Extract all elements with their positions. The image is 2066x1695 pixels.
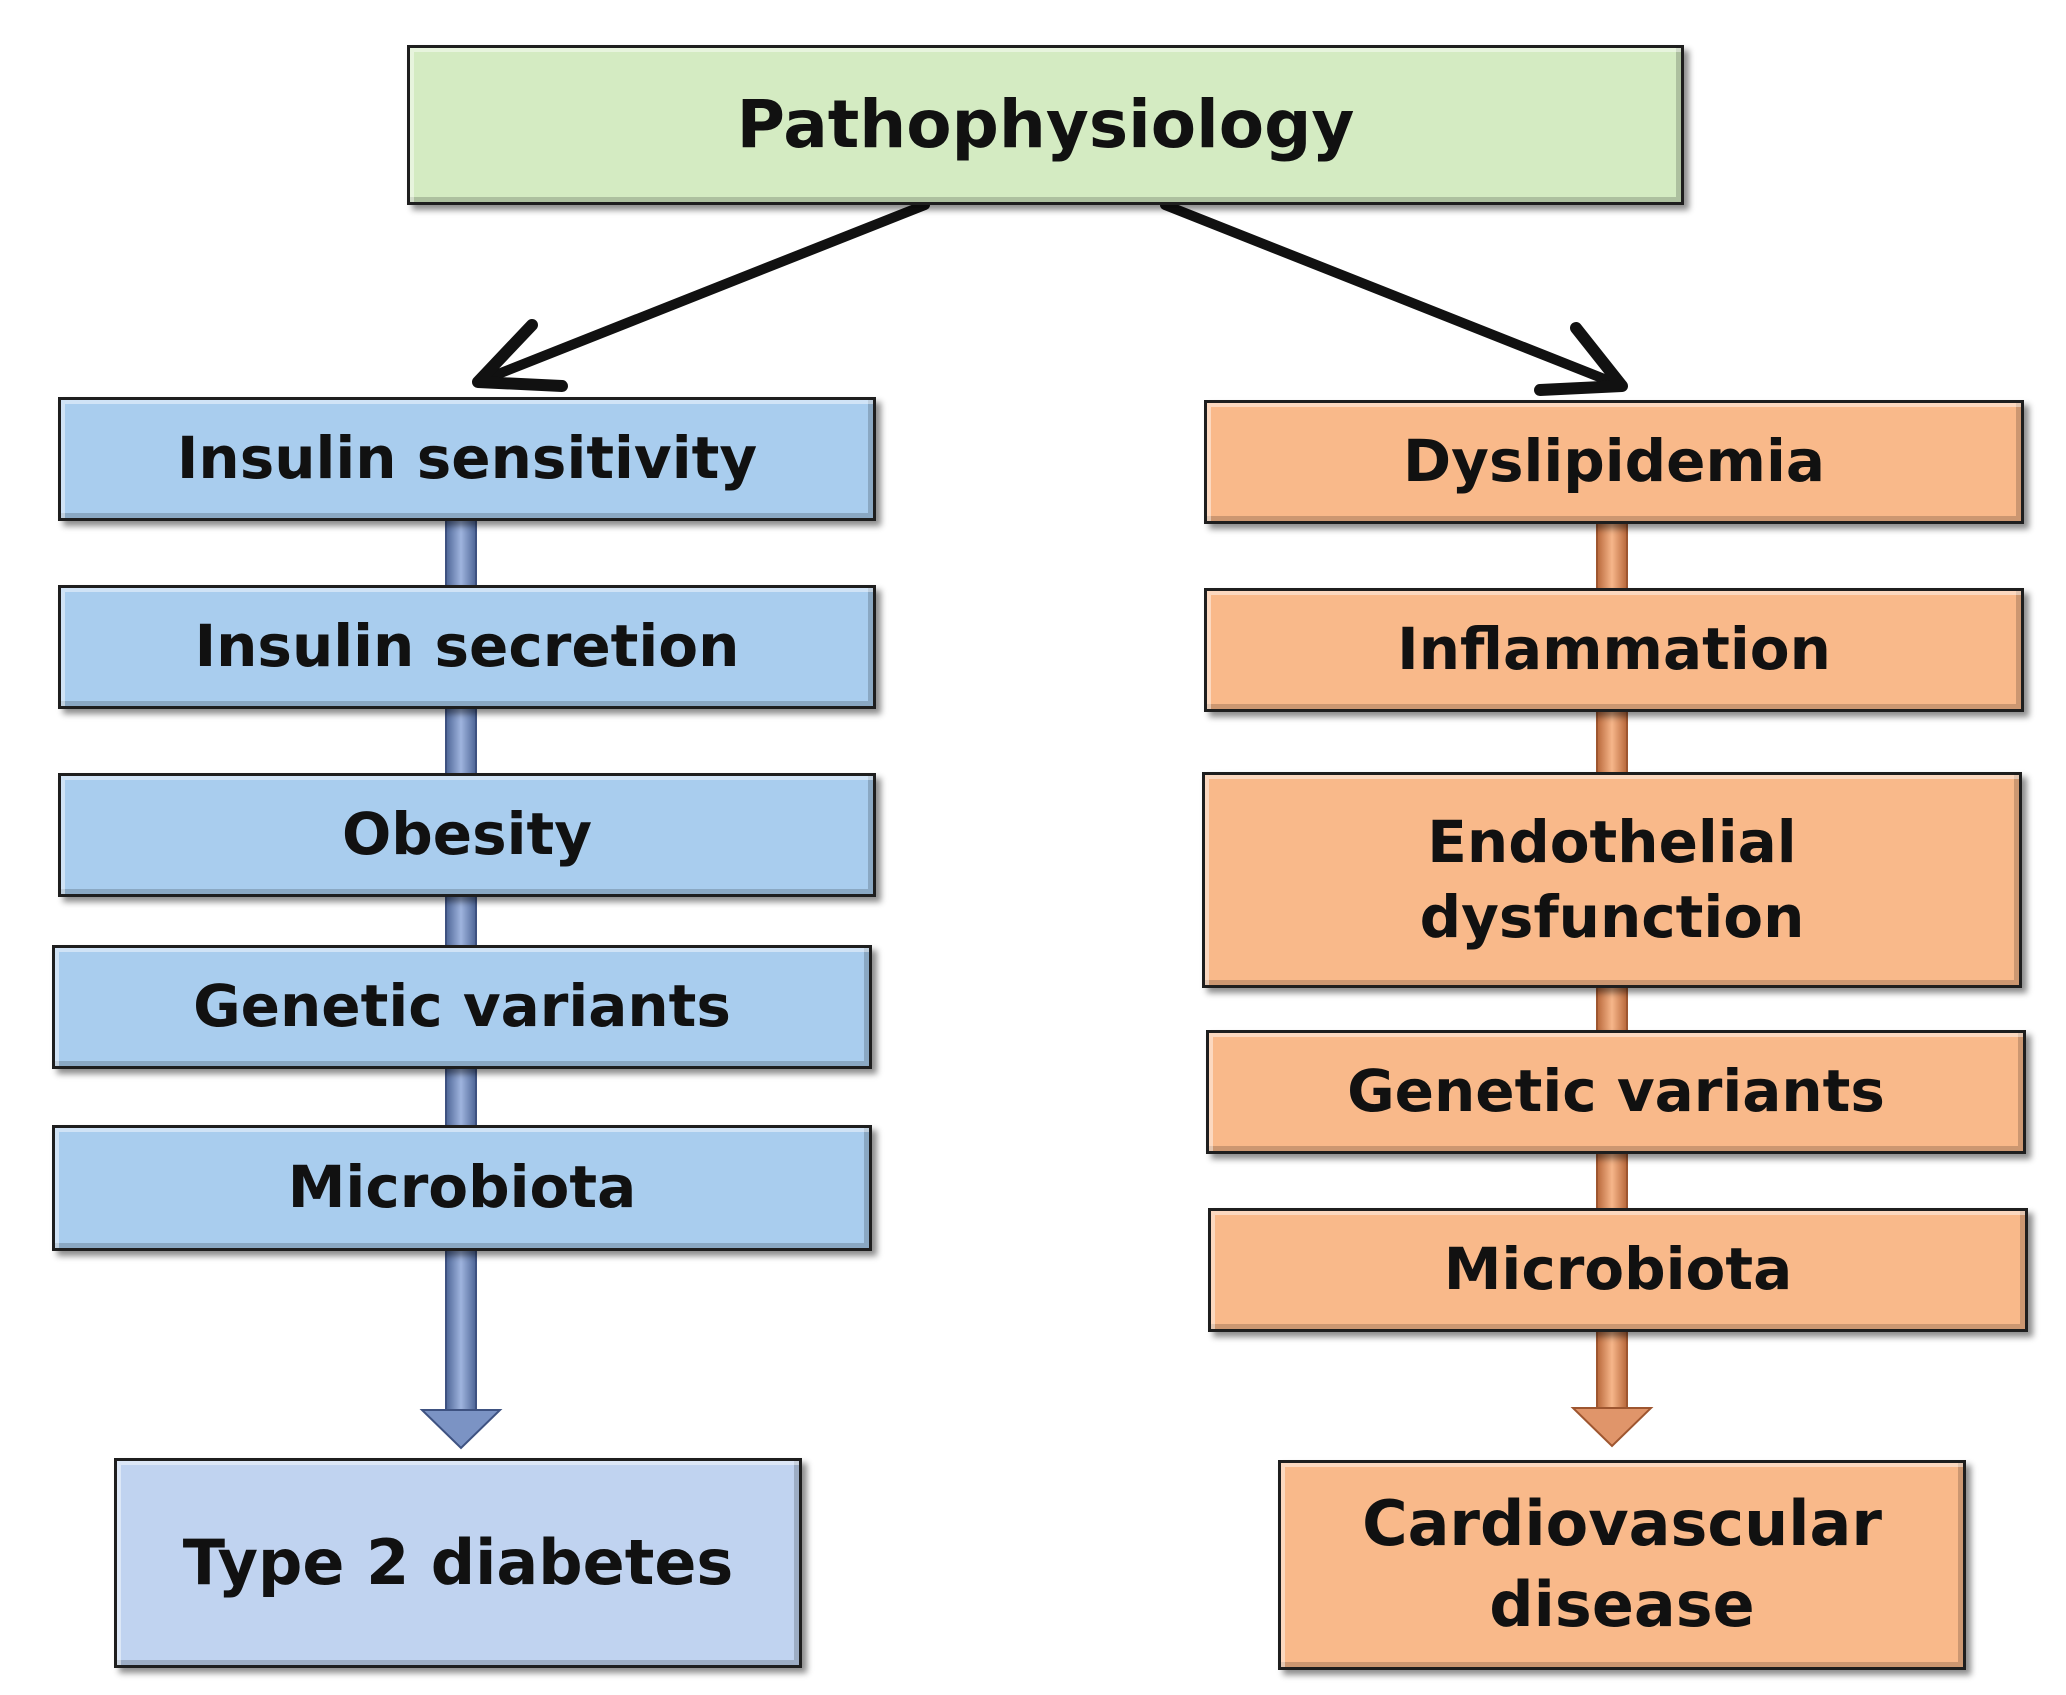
- left-item-3: Obesity: [58, 773, 876, 897]
- arrow-to-left-branch: [472, 200, 930, 392]
- right-connector-arrowhead: [1570, 1407, 1654, 1448]
- arrow-to-right-branch: [1160, 200, 1628, 396]
- right-item-3-label: Endothelial dysfunction: [1419, 807, 1805, 951]
- right-item-3: Endothelial dysfunction: [1202, 772, 2022, 988]
- right-item-1: Dyslipidemia: [1204, 400, 2024, 524]
- left-item-2: Insulin secretion: [58, 585, 876, 709]
- left-item-2-label: Insulin secretion: [194, 612, 740, 681]
- root-node-label: Pathophysiology: [736, 86, 1355, 164]
- left-outcome-box: Type 2 diabetes: [114, 1458, 802, 1668]
- root-node-box: Pathophysiology: [407, 45, 1684, 205]
- right-item-5-label: Microbiota: [1443, 1235, 1793, 1304]
- right-item-5: Microbiota: [1208, 1208, 2028, 1332]
- left-item-3-label: Obesity: [341, 800, 593, 869]
- left-connector-arrowhead: [419, 1409, 503, 1450]
- left-item-1: Insulin sensitivity: [58, 397, 876, 521]
- right-item-2: Inflammation: [1204, 588, 2024, 712]
- left-item-4-label: Genetic variants: [193, 972, 731, 1041]
- right-item-1-label: Dyslipidemia: [1403, 427, 1825, 496]
- left-item-1-label: Insulin sensitivity: [176, 424, 758, 493]
- right-item-4-label: Genetic variants: [1347, 1057, 1885, 1126]
- left-outcome-label: Type 2 diabetes: [182, 1525, 734, 1599]
- right-item-4: Genetic variants: [1206, 1030, 2026, 1154]
- left-item-4: Genetic variants: [52, 945, 872, 1069]
- right-item-2-label: Inflammation: [1397, 615, 1831, 684]
- left-item-5: Microbiota: [52, 1125, 872, 1251]
- left-item-5-label: Microbiota: [287, 1153, 637, 1222]
- right-outcome-box: Cardiovascular disease: [1278, 1460, 1966, 1670]
- right-outcome-label: Cardiovascular disease: [1362, 1487, 1882, 1641]
